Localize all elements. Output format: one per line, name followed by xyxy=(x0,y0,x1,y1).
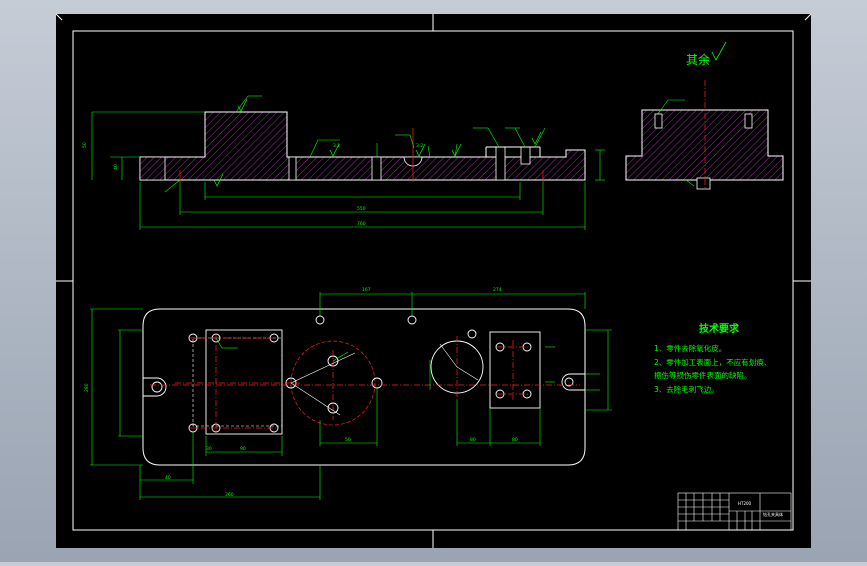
drawing-sheet xyxy=(56,14,811,548)
front-section-view: 50 550 760 40 3.2 3.2 xyxy=(82,95,605,230)
plan-centerlines xyxy=(150,334,580,432)
roughness-symbol-icon xyxy=(711,41,727,61)
front-dim-40: 40 xyxy=(113,164,119,170)
front-dim-height: 50 xyxy=(82,142,88,148)
title-material: HT200 xyxy=(738,501,752,506)
plan-dim-80a: 80 xyxy=(470,437,476,443)
tech-req-item-4: 3、去除毛刺飞边。 xyxy=(654,384,719,394)
plan-dim-360: 360 xyxy=(225,492,234,498)
plan-outline xyxy=(142,308,586,466)
plan-dim-90: 90 xyxy=(240,446,246,452)
front-callout-a: 3.2 xyxy=(333,143,340,149)
tech-req-item-1: 1、零件去除氧化皮。 xyxy=(654,343,726,353)
tech-req-item-2: 2、零件加工表面上，不应有划痕、 xyxy=(654,357,771,367)
plan-dim-167: 167 xyxy=(362,287,371,293)
front-dim-760: 760 xyxy=(357,221,366,227)
title-block xyxy=(677,492,792,531)
left-u-slot xyxy=(143,377,167,397)
tech-req-heading: 技术要求 xyxy=(699,322,740,335)
pitch-circle xyxy=(290,340,376,426)
plan-dim-40: 40 xyxy=(165,475,171,481)
tech-req-item-3: 擦伤等损伤零件表面的缺陷。 xyxy=(654,370,752,380)
front-dim-550: 550 xyxy=(357,206,366,212)
centering-marks xyxy=(55,13,812,548)
side-view-body xyxy=(625,109,784,181)
plan-dim-80b: 80 xyxy=(512,437,518,443)
plan-dimensions xyxy=(90,292,612,500)
technical-requirements: 技术要求 1、零件去除氧化皮。 2、零件加工表面上，不应有划痕、 擦伤等损伤零件… xyxy=(654,322,771,394)
right-u-slot xyxy=(561,373,585,391)
side-view xyxy=(625,80,784,190)
front-dimensions xyxy=(91,95,605,230)
plan-dim-280: 280 xyxy=(84,383,90,392)
plan-dim-30: 30 xyxy=(206,446,212,452)
plan-view: 167 274 280 40 90 50 80 80 30 360 xyxy=(84,287,612,500)
right-pocket xyxy=(489,331,541,409)
front-section-body xyxy=(139,111,586,181)
plan-dim-50: 50 xyxy=(345,437,351,443)
surface-finish-label: 其余 xyxy=(686,52,710,67)
plan-dim-274: 274 xyxy=(493,287,502,293)
surface-finish-note: 其余 xyxy=(686,41,727,67)
title-drawing-name: 钻孔夹具体 xyxy=(763,511,783,517)
front-callout-b: 3.2 xyxy=(416,143,423,149)
